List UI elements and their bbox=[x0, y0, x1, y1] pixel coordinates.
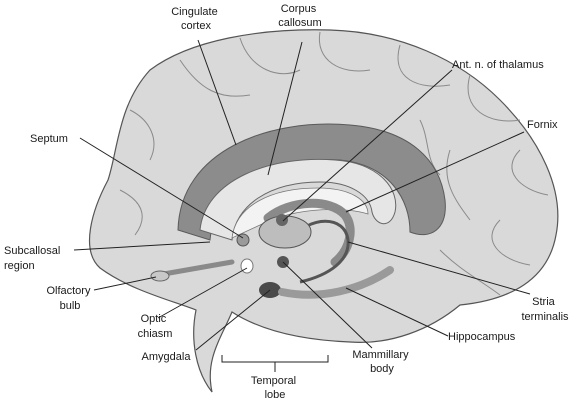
label-temporal-lobe: Temporal lobe bbox=[251, 375, 299, 401]
leader-ant-thalamus bbox=[282, 69, 453, 222]
leader-amygdala bbox=[195, 289, 271, 351]
leader-corpus-callosum bbox=[267, 41, 303, 176]
label-ant-thalamus: Ant. n. of thalamus bbox=[452, 59, 544, 71]
leader-fornix bbox=[345, 131, 525, 213]
label-hippocampus: Hippocampus bbox=[448, 331, 516, 343]
stria-terminalis-arc bbox=[288, 219, 350, 284]
label-mammillary-body: Mammillary body bbox=[352, 349, 411, 375]
leader-olfactory bbox=[93, 276, 157, 291]
ant-thalamus-nucleus bbox=[276, 214, 288, 226]
leader-cingulate bbox=[197, 39, 237, 146]
label-fornix: Fornix bbox=[527, 119, 558, 131]
label-cingulate-cortex: Cingulate cortex bbox=[171, 6, 221, 32]
leader-stria bbox=[347, 241, 531, 295]
septum-nucleus bbox=[236, 233, 250, 247]
leader-subcallosal bbox=[73, 241, 211, 251]
brain-outline bbox=[88, 29, 559, 393]
label-stria-terminalis: Stria terminalis bbox=[521, 296, 569, 323]
label-optic-chiasm: Optic chiasm bbox=[138, 313, 173, 340]
olfactory-bulb-shape bbox=[150, 270, 170, 282]
label-corpus-callosum: Corpus callosum bbox=[278, 3, 321, 29]
label-subcallosal-region: Subcallosal region bbox=[4, 245, 63, 272]
leader-septum bbox=[79, 137, 244, 239]
ventricle-shape bbox=[231, 187, 369, 239]
label-olfactory-bulb: Olfactory bulb bbox=[46, 285, 93, 312]
temporal-bracket bbox=[221, 355, 329, 363]
leader-hippocampus bbox=[345, 287, 449, 337]
leader-optic bbox=[157, 267, 248, 319]
leader-lines bbox=[73, 39, 531, 372]
olfactory-tract bbox=[155, 259, 235, 278]
hippocampus-shape bbox=[278, 266, 394, 299]
corpus-callosum-shape bbox=[199, 158, 397, 241]
label-septum: Septum bbox=[30, 133, 68, 145]
label-amygdala: Amygdala bbox=[142, 351, 192, 363]
leader-mammillary bbox=[282, 261, 373, 349]
